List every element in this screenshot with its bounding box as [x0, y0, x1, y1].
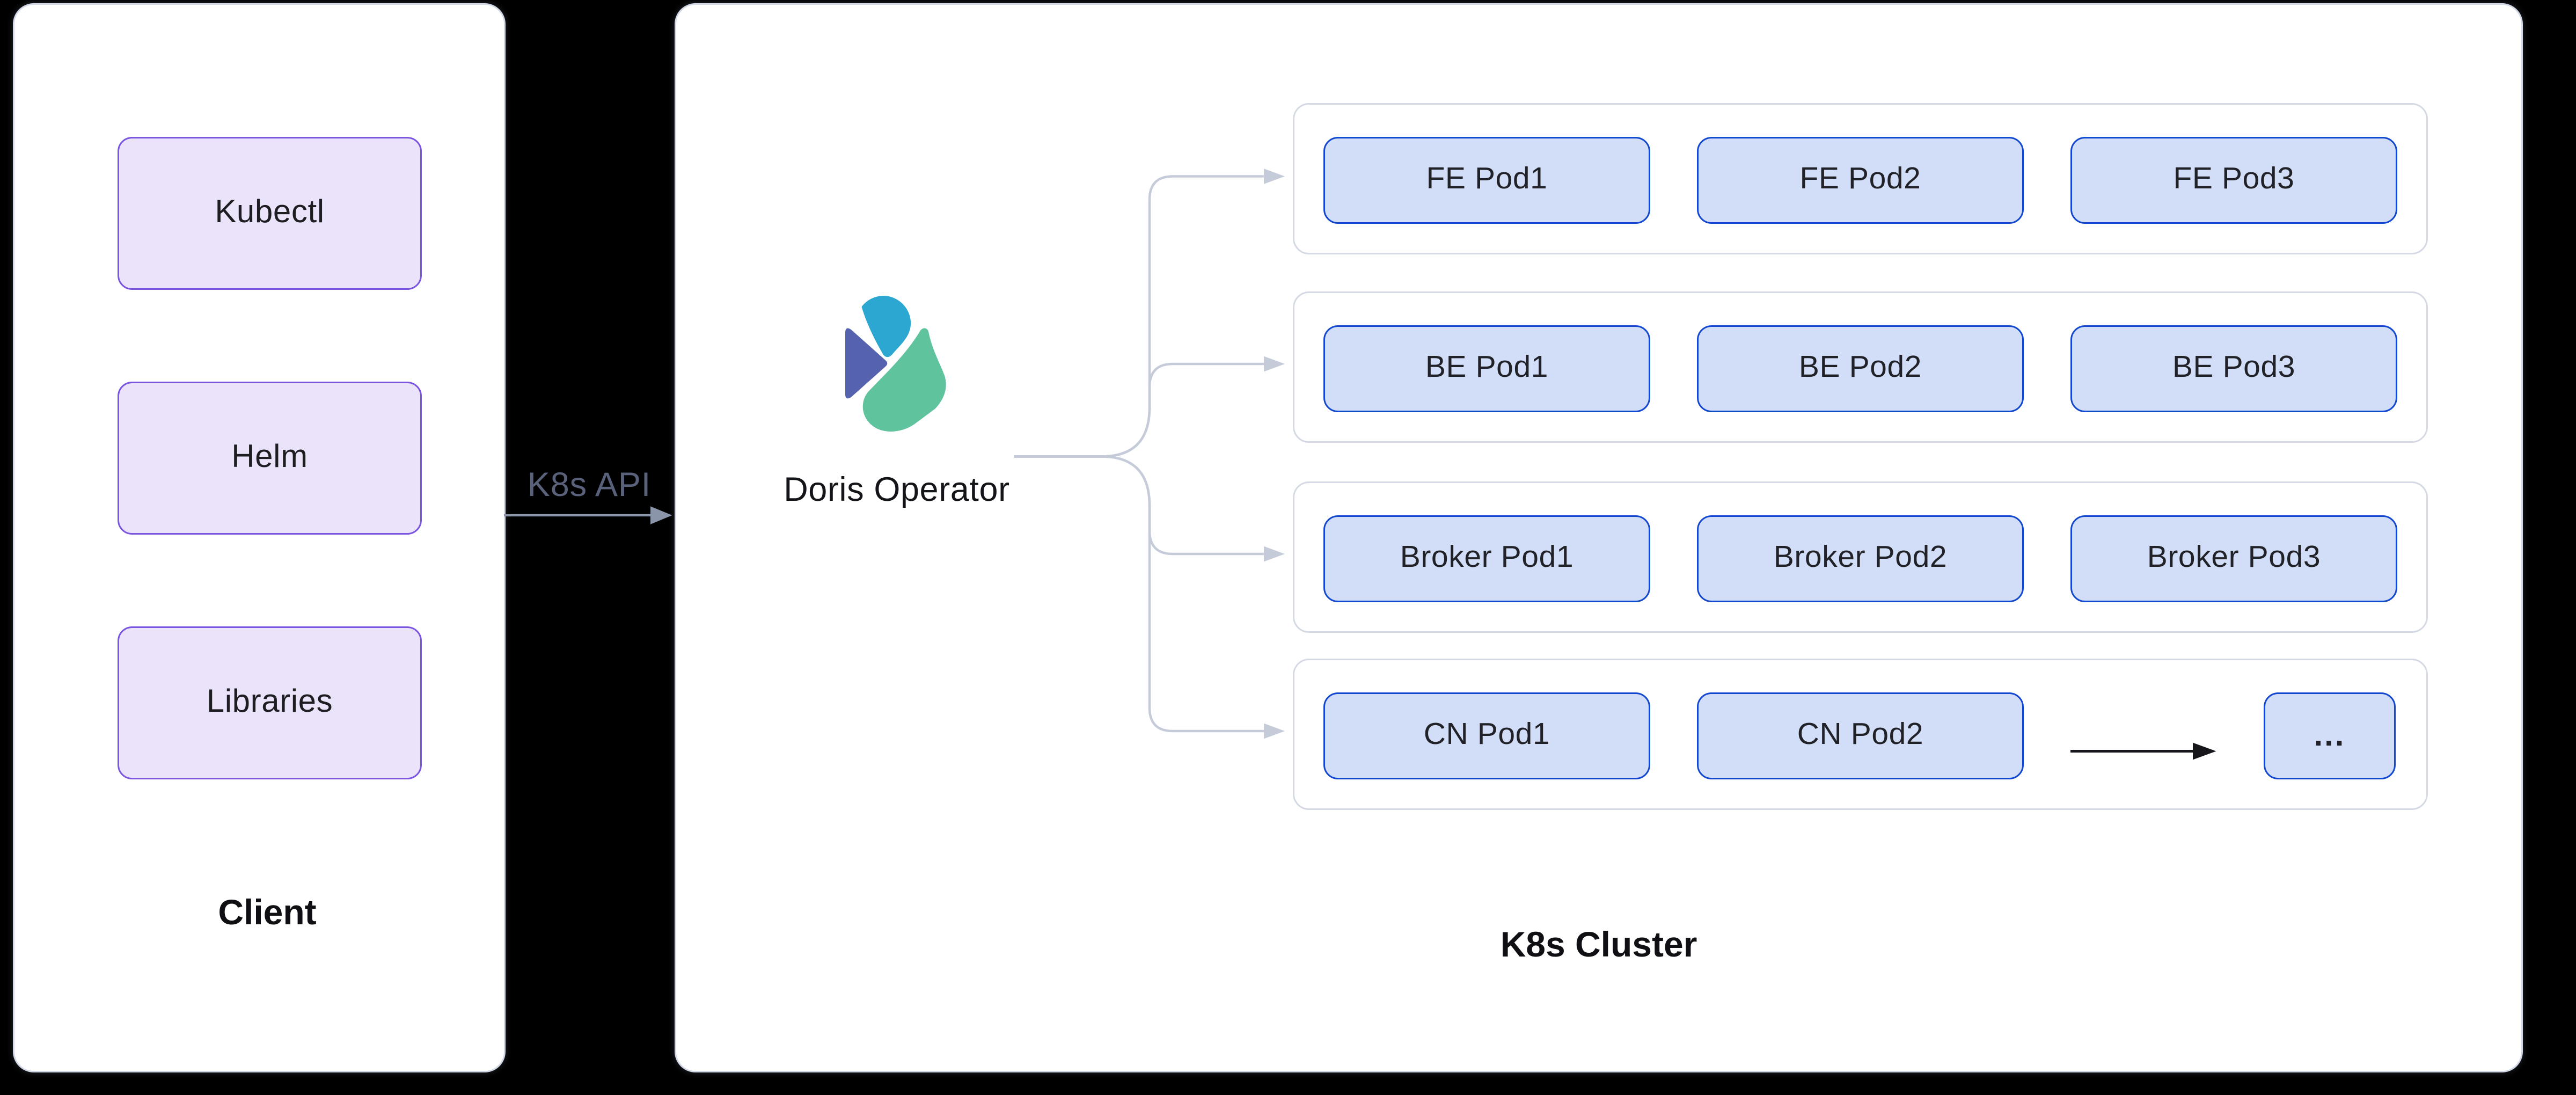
be-pod3: BE Pod3 — [2070, 325, 2397, 412]
cn-pod1: CN Pod1 — [1323, 692, 1650, 779]
node-helm-label: Helm — [231, 440, 308, 475]
fe-pod3: FE Pod3 — [2070, 137, 2397, 224]
be-pod1-label: BE Pod1 — [1425, 351, 1549, 385]
cn-pod-overflow: ... — [2264, 692, 2396, 779]
logo-blue-leaf — [861, 296, 911, 357]
logo-green-leaf — [862, 328, 946, 432]
broker-pod2: Broker Pod2 — [1697, 515, 2024, 602]
fe-pod-row: FE Pod1 FE Pod2 FE Pod3 — [1293, 103, 2428, 254]
be-pod3-label: BE Pod3 — [2172, 351, 2296, 385]
broker-pod1-label: Broker Pod1 — [1400, 541, 1574, 575]
node-kubectl: Kubectl — [118, 137, 422, 290]
fe-pod3-label: FE Pod3 — [2173, 163, 2295, 196]
doris-operator-logo-icon — [845, 296, 946, 432]
k8s-api-arrow-head — [650, 506, 672, 524]
fe-pod1: FE Pod1 — [1323, 137, 1650, 224]
cn-pod1-label: CN Pod1 — [1423, 718, 1550, 752]
fe-pod2: FE Pod2 — [1697, 137, 2024, 224]
be-pod2-label: BE Pod2 — [1798, 351, 1922, 385]
be-pod1: BE Pod1 — [1323, 325, 1650, 412]
broker-pod3-label: Broker Pod3 — [2147, 541, 2321, 575]
node-libraries: Libraries — [118, 626, 422, 779]
node-kubectl-label: Kubectl — [215, 195, 325, 230]
doris-operator-label: Doris Operator — [784, 472, 1010, 509]
broker-pod1: Broker Pod1 — [1323, 515, 1650, 602]
be-pod2: BE Pod2 — [1697, 325, 2024, 412]
k8s-api-connection-label: K8s API — [527, 467, 652, 504]
logo-purple-triangle — [845, 328, 888, 399]
be-pod-row: BE Pod1 BE Pod2 BE Pod3 — [1293, 291, 2428, 443]
node-libraries-label: Libraries — [206, 684, 333, 720]
cn-pod-row: CN Pod1 CN Pod2 autoscale ... — [1293, 659, 2428, 810]
broker-pod2-label: Broker Pod2 — [1773, 541, 1948, 575]
cn-pod-overflow-label: ... — [2314, 717, 2346, 753]
node-helm: Helm — [118, 382, 422, 535]
broker-pod-row: Broker Pod1 Broker Pod2 Broker Pod3 — [1293, 481, 2428, 633]
broker-pod3: Broker Pod3 — [2070, 515, 2397, 602]
cn-pod2: CN Pod2 — [1697, 692, 2024, 779]
fe-pod2-label: FE Pod2 — [1799, 163, 1921, 196]
client-panel-title: Client — [218, 892, 317, 932]
fe-pod1-label: FE Pod1 — [1426, 163, 1548, 196]
client-panel: Kubectl Helm Libraries Client — [13, 3, 506, 1072]
cluster-panel-title: K8s Cluster — [1500, 924, 1697, 965]
k8s-cluster-panel: Doris Operator FE Pod1 FE Pod2 FE Pod3 B… — [675, 3, 2523, 1072]
cn-pod2-label: CN Pod2 — [1797, 718, 1924, 752]
